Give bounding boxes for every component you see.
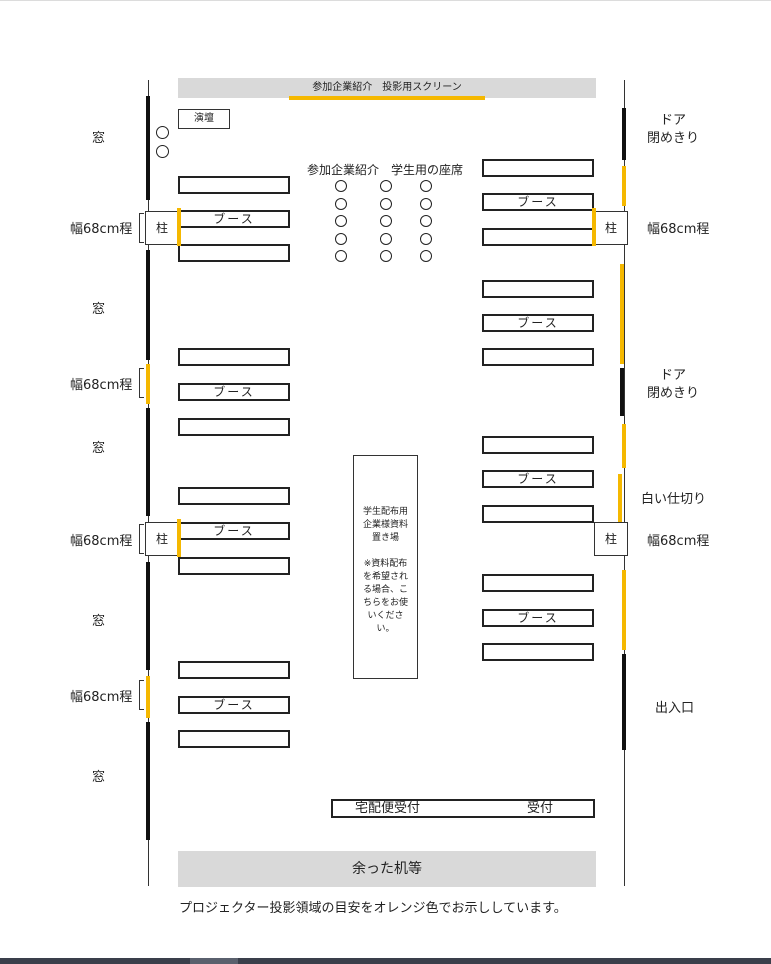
door-closed-label: ドア 閉めきり (647, 113, 700, 146)
student-seat (380, 197, 392, 210)
width-label: 幅68cm程 (70, 222, 133, 237)
student-seat (380, 232, 392, 245)
left-window-wall-2 (146, 250, 150, 360)
white-partition-label: 白い仕切り (641, 492, 707, 507)
width-label: 幅68cm程 (647, 534, 710, 549)
podium-seat (156, 145, 169, 158)
left-window-wall-5 (146, 722, 150, 840)
student-seat (335, 215, 347, 227)
width-label: 幅68cm程 (70, 378, 133, 393)
booth-desk: ブース (178, 210, 290, 228)
right-projection-wall-1 (622, 166, 626, 206)
right-door-wall-1 (622, 108, 626, 160)
podium: 演壇 (178, 109, 230, 129)
left-window-wall-1 (146, 96, 150, 200)
booth-desk (178, 418, 290, 436)
width-label: 幅68cm程 (70, 534, 133, 549)
width-bracket (139, 213, 144, 243)
student-seat (420, 180, 432, 192)
reception-label: 受付 (527, 801, 554, 816)
width-bracket (139, 680, 144, 710)
left-window-wall-4 (146, 562, 150, 670)
reception-counter: 宅配便受付 受付 (331, 799, 595, 818)
booth-desk: ブース (482, 314, 594, 332)
booth-desk (178, 487, 290, 505)
booth-desk (482, 280, 594, 298)
door-closed-label: ドア 閉めきり (647, 368, 700, 401)
window-label: 窓 (92, 770, 106, 785)
student-seat (335, 197, 347, 210)
booth-desk: ブース (178, 522, 290, 540)
extra-desks-label: 余った机等 (352, 861, 422, 877)
booth-desk (482, 436, 594, 454)
pillar: 柱 (145, 522, 179, 556)
width-bracket (139, 524, 144, 554)
right-projection-wall-2 (620, 264, 624, 364)
pillar: 柱 (145, 211, 179, 245)
pillar-projection-edge (592, 208, 596, 246)
student-seat (335, 250, 347, 262)
booth-desk (178, 348, 290, 366)
booth-desk (178, 661, 290, 679)
window-label: 窓 (92, 131, 106, 146)
window-label: 窓 (92, 302, 106, 317)
booth-desk (482, 643, 594, 661)
material-area: 学生配布用 企業様資料 置き場 ※資料配布 を希望され る場合、こ ちらをお使 … (353, 455, 418, 679)
booth-desk (178, 244, 290, 262)
window-label: 窓 (92, 614, 106, 629)
booth-desk (482, 228, 594, 246)
student-seat (420, 215, 432, 227)
pillar: 柱 (594, 522, 628, 556)
student-seat (380, 215, 392, 227)
booth-desk (482, 574, 594, 592)
right-projection-wall-5 (622, 570, 626, 650)
booth-desk: ブース (482, 609, 594, 627)
student-seat (335, 180, 347, 192)
left-projection-wall-2 (146, 676, 150, 718)
left-window-wall-3 (146, 408, 150, 516)
projection-screen: 参加企業紹介 投影用スクリーン (178, 78, 596, 98)
right-door-wall-2 (620, 368, 624, 416)
pillar: 柱 (594, 211, 628, 245)
booth-desk: ブース (482, 470, 594, 488)
booth-desk (482, 505, 594, 523)
booth-desk: ブース (178, 696, 290, 714)
delivery-reception-label: 宅配便受付 (355, 801, 421, 816)
screen-projection-area (289, 96, 485, 100)
right-entrance-wall (622, 654, 626, 750)
student-seat (420, 250, 432, 262)
left-projection-wall-1 (146, 364, 150, 404)
extra-desks-area: 余った机等 (178, 851, 596, 887)
seating-label: 参加企業紹介 学生用の座席 (307, 163, 464, 177)
pillar-projection-edge (177, 208, 181, 246)
podium-seat (156, 126, 169, 139)
window-label: 窓 (92, 441, 106, 456)
width-label: 幅68cm程 (70, 690, 133, 705)
student-seat (420, 197, 432, 210)
screen-title: 参加企業紹介 投影用スクリーン (312, 82, 462, 93)
booth-desk (482, 159, 594, 177)
student-seat (420, 232, 432, 245)
right-projection-wall-4 (618, 474, 622, 522)
top-border (0, 0, 771, 1)
pillar-projection-edge (177, 519, 181, 557)
booth-desk (178, 176, 290, 194)
booth-desk (178, 730, 290, 748)
booth-desk (482, 348, 594, 366)
width-bracket (139, 368, 144, 398)
booth-desk: ブース (178, 383, 290, 401)
right-projection-wall-3 (622, 424, 626, 468)
student-seat (380, 180, 392, 192)
entrance-label: 出入口 (655, 701, 695, 716)
footer-note: プロジェクター投影領域の目安をオレンジ色でお示ししています。 (179, 901, 567, 916)
booth-desk (178, 557, 290, 575)
student-seat (335, 232, 347, 245)
width-label: 幅68cm程 (647, 222, 710, 237)
horizontal-scrollbar[interactable] (0, 958, 771, 964)
scrollbar-thumb[interactable] (190, 958, 238, 964)
student-seat (380, 250, 392, 262)
right-wall-line (624, 80, 625, 886)
booth-desk: ブース (482, 193, 594, 211)
